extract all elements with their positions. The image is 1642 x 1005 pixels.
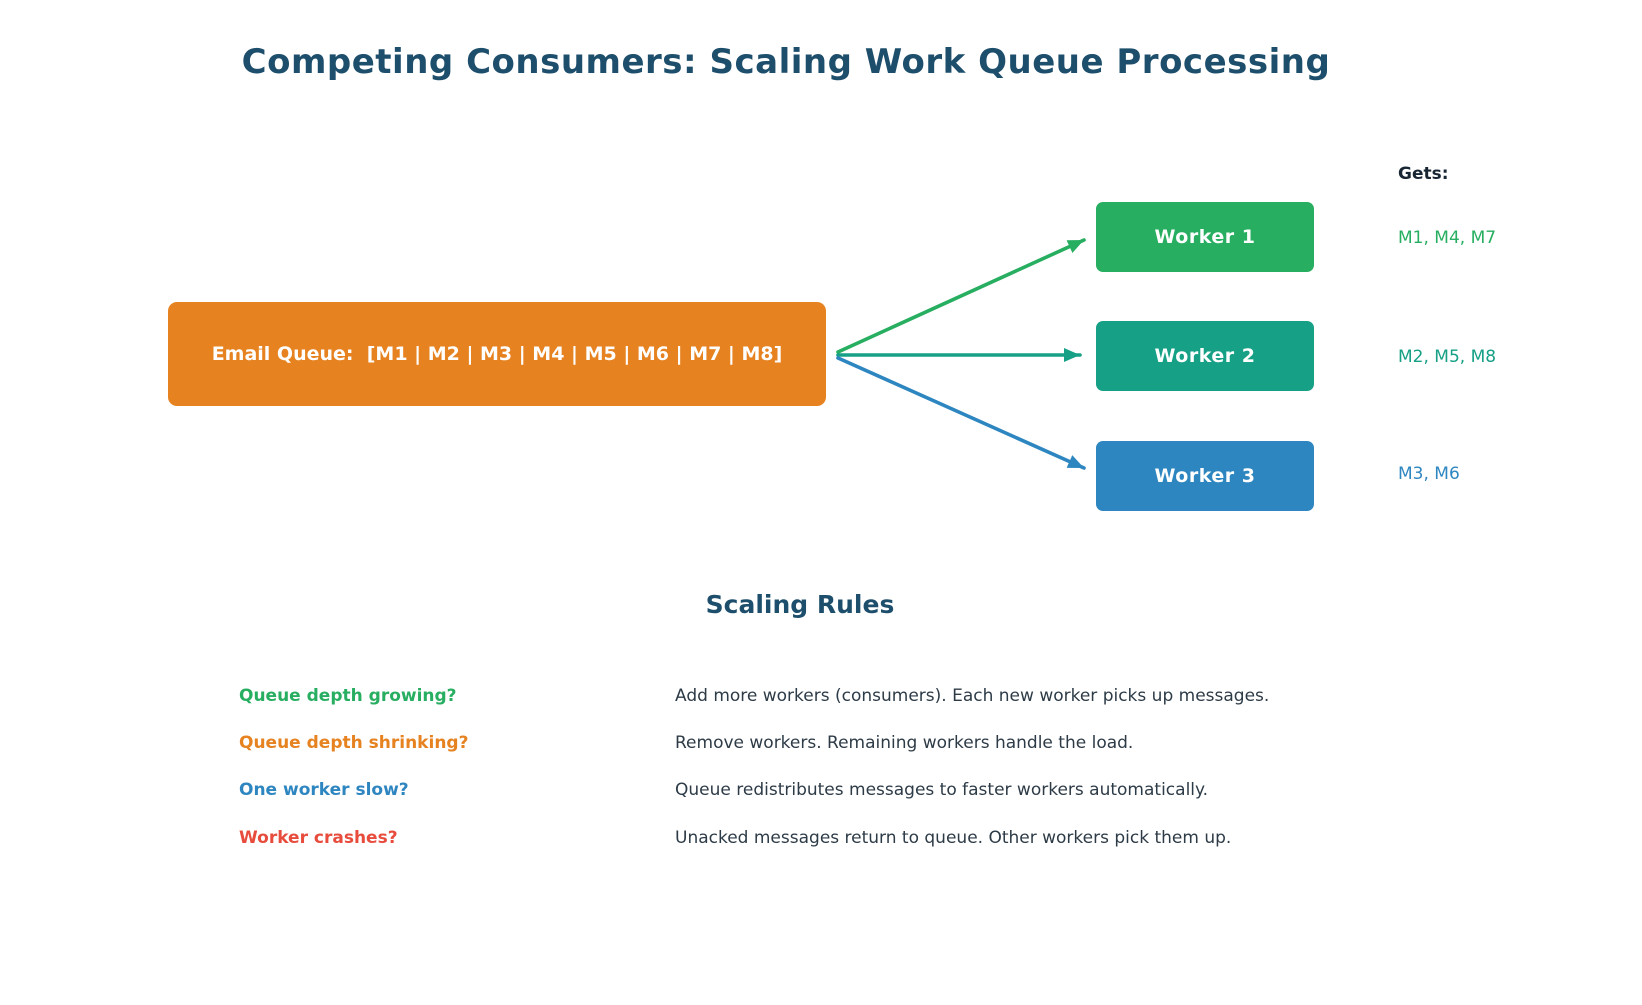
worker-3-label: Worker 3 bbox=[1154, 465, 1256, 487]
scaling-rules-title: Scaling Rules bbox=[705, 590, 895, 619]
gets-column-header: Gets: bbox=[1398, 164, 1449, 184]
rule-question-queue-shrinking: Queue depth shrinking? bbox=[239, 733, 469, 753]
worker-1-label: Worker 1 bbox=[1154, 226, 1256, 248]
rule-question-queue-growing: Queue depth growing? bbox=[239, 686, 457, 706]
worker-2-node: Worker 2 bbox=[1096, 321, 1314, 391]
arrow-to-worker-3 bbox=[836, 356, 1086, 470]
rule-answer-worker-crashes: Unacked messages return to queue. Other … bbox=[675, 828, 1232, 848]
worker-3-node: Worker 3 bbox=[1096, 441, 1314, 511]
email-queue-node: Email Queue: [M1 | M2 | M3 | M4 | M5 | M… bbox=[168, 302, 826, 406]
worker-1-node: Worker 1 bbox=[1096, 202, 1314, 272]
arrow-to-worker-1 bbox=[836, 238, 1086, 354]
page-title: Competing Consumers: Scaling Work Queue … bbox=[241, 42, 1331, 82]
rule-question-worker-slow: One worker slow? bbox=[239, 780, 409, 800]
email-queue-label: Email Queue: [M1 | M2 | M3 | M4 | M5 | M… bbox=[211, 343, 783, 365]
rule-answer-worker-slow: Queue redistributes messages to faster w… bbox=[675, 780, 1209, 800]
worker-2-gets: M2, M5, M8 bbox=[1398, 347, 1497, 367]
worker-2-label: Worker 2 bbox=[1154, 345, 1256, 367]
worker-3-gets: M3, M6 bbox=[1398, 464, 1460, 484]
rule-answer-queue-growing: Add more workers (consumers). Each new w… bbox=[675, 686, 1270, 706]
worker-1-gets: M1, M4, M7 bbox=[1398, 228, 1497, 248]
rule-answer-queue-shrinking: Remove workers. Remaining workers handle… bbox=[675, 733, 1134, 753]
rule-question-worker-crashes: Worker crashes? bbox=[239, 828, 398, 848]
